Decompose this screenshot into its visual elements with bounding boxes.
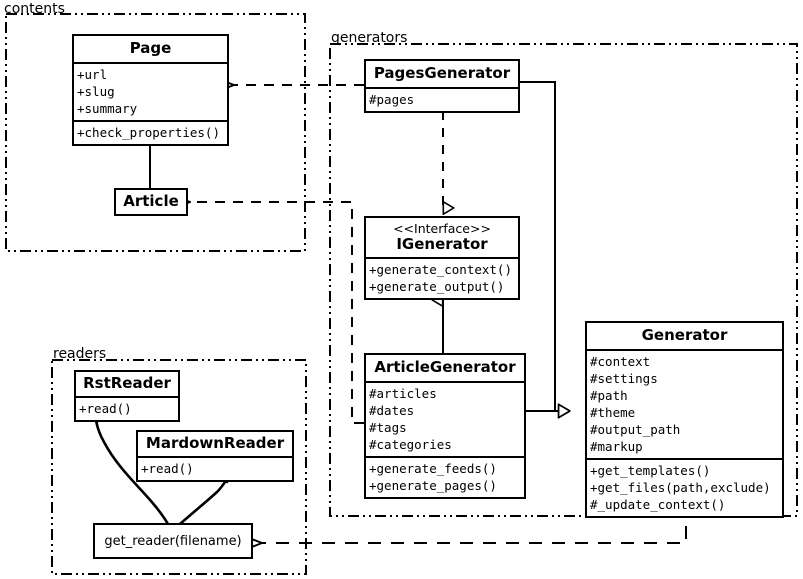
method: #_update_context() bbox=[590, 496, 726, 512]
class-rst-reader-methods: +read() bbox=[76, 395, 178, 420]
attribute: #settings bbox=[590, 370, 658, 386]
package-label-generators: generators bbox=[331, 30, 408, 46]
method: +get_files(path,exclude) bbox=[590, 479, 771, 495]
method: +generate_pages() bbox=[369, 477, 497, 493]
method: +generate_feeds() bbox=[369, 460, 497, 476]
attribute: #dates bbox=[369, 402, 415, 418]
class-markdown-reader-title: MardownReader bbox=[145, 434, 285, 452]
class-pages-generator[interactable]: PagesGenerator #pages bbox=[364, 59, 520, 113]
attribute: #markup bbox=[590, 438, 643, 454]
method: +read() bbox=[79, 400, 132, 416]
class-generator-methods: +get_templates() +get_files(path,exclude… bbox=[587, 457, 782, 516]
package-label-contents: contents bbox=[4, 1, 65, 17]
attribute: +summary bbox=[77, 100, 138, 116]
package-label-readers: readers bbox=[53, 346, 107, 362]
method: +generate_context() bbox=[369, 261, 512, 277]
function-node-get-reader-label: get_reader(filename) bbox=[104, 533, 242, 549]
attribute: #context bbox=[590, 353, 651, 369]
class-rst-reader-title: RstReader bbox=[83, 374, 171, 392]
class-article[interactable]: Article bbox=[114, 188, 188, 216]
class-igenerator-methods: +generate_context() +generate_output() bbox=[366, 256, 518, 298]
attribute: #articles bbox=[369, 385, 437, 401]
attribute: #path bbox=[590, 387, 628, 403]
edge-get-reader-returns-markdownreader bbox=[178, 472, 234, 526]
method: +get_templates() bbox=[590, 462, 711, 478]
class-markdown-reader-methods: +read() bbox=[138, 455, 292, 480]
class-igenerator[interactable]: <<Interface>> IGenerator +generate_conte… bbox=[364, 216, 520, 300]
class-igenerator-title: <<Interface>> IGenerator bbox=[366, 218, 518, 257]
attribute: +url bbox=[77, 66, 108, 82]
method: +read() bbox=[141, 460, 194, 476]
class-pages-generator-attributes: #pages bbox=[366, 86, 518, 111]
attribute: #theme bbox=[590, 404, 636, 420]
class-igenerator-name: IGenerator bbox=[396, 235, 488, 253]
class-page[interactable]: Page +url +slug +summary +check_properti… bbox=[72, 34, 229, 146]
class-page-attributes: +url +slug +summary bbox=[74, 61, 227, 120]
class-markdown-reader[interactable]: MardownReader +read() bbox=[136, 430, 294, 482]
class-generator[interactable]: Generator #context #settings #path #them… bbox=[585, 321, 784, 518]
method: +generate_output() bbox=[369, 278, 505, 294]
class-rst-reader[interactable]: RstReader +read() bbox=[74, 370, 180, 422]
class-pages-generator-title: PagesGenerator bbox=[373, 64, 511, 82]
attribute: #categories bbox=[369, 436, 452, 452]
attribute: +slug bbox=[77, 83, 115, 99]
edge-articlegenerator-uses-article bbox=[190, 202, 364, 424]
edge-pagesgenerator-inherits-generator bbox=[520, 81, 570, 411]
class-page-title: Page bbox=[129, 39, 172, 57]
class-page-methods: +check_properties() bbox=[74, 119, 227, 144]
class-igenerator-stereotype: <<Interface>> bbox=[393, 221, 491, 236]
class-article-generator-methods: +generate_feeds() +generate_pages() bbox=[366, 455, 524, 497]
class-article-generator-title: ArticleGenerator bbox=[374, 358, 516, 376]
attribute: #tags bbox=[369, 419, 407, 435]
class-generator-title: Generator bbox=[641, 326, 728, 344]
method: +check_properties() bbox=[77, 124, 220, 140]
class-article-generator-attributes: #articles #dates #tags #categories bbox=[366, 380, 524, 456]
class-article-generator[interactable]: ArticleGenerator #articles #dates #tags … bbox=[364, 353, 526, 499]
class-article-title: Article bbox=[123, 192, 179, 210]
class-generator-attributes: #context #settings #path #theme #output_… bbox=[587, 348, 782, 458]
attribute: #pages bbox=[369, 91, 415, 107]
function-node-get-reader[interactable]: get_reader(filename) bbox=[93, 523, 253, 559]
attribute: #output_path bbox=[590, 421, 681, 437]
